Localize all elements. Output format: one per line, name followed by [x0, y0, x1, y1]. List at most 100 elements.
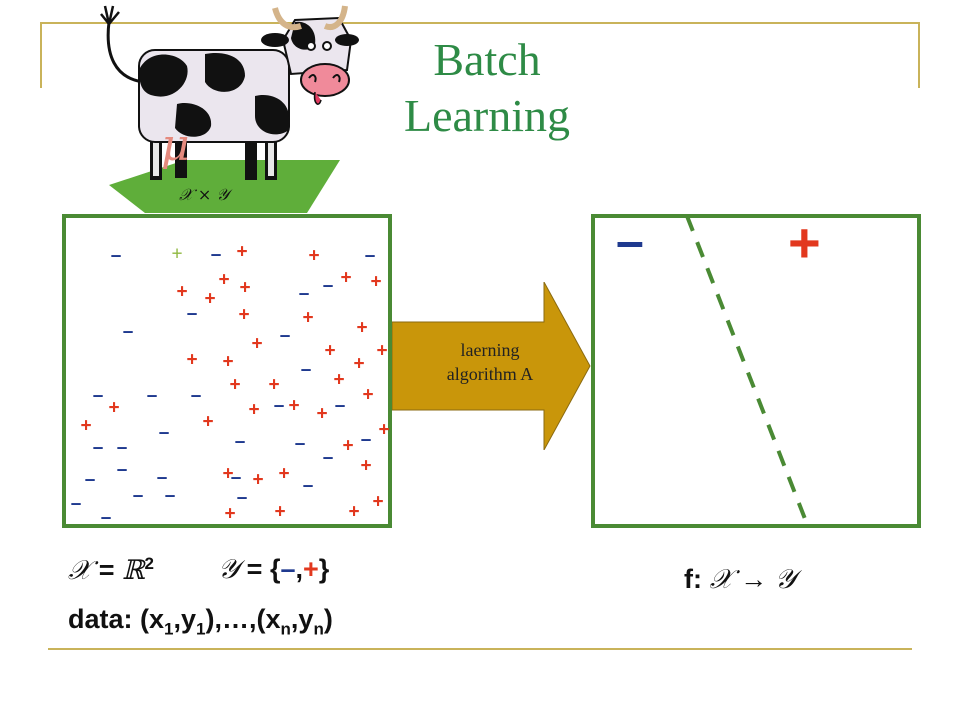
ground-patch [109, 160, 340, 213]
positive-sample: + [204, 288, 216, 310]
title-line2: Learning [403, 90, 571, 141]
negative-sample: – [92, 437, 104, 459]
positive-sample: + [274, 501, 286, 523]
positive-sample: + [340, 267, 352, 289]
negative-sample: – [146, 385, 158, 407]
negative-sample: – [132, 485, 144, 507]
positive-sample: + [222, 463, 234, 485]
horn [272, 7, 302, 31]
positive-sample: + [248, 399, 260, 421]
positive-sample: + [239, 277, 251, 299]
negative-sample: – [234, 431, 246, 453]
positive-sample: + [108, 397, 120, 419]
title-line1: Batch [433, 34, 541, 85]
training-data-panel: +––++–++++––++–+++––++++++–+++–––+++–++–… [62, 214, 392, 528]
negative-sample: – [230, 467, 242, 489]
positive-sample: + [176, 281, 188, 303]
tail-tuft [100, 5, 120, 25]
positive-sample: + [252, 469, 264, 491]
negative-sample: – [294, 433, 306, 455]
positive-sample: + [218, 269, 230, 291]
algorithm-label-line2: algorithm A [446, 364, 534, 384]
ear [335, 34, 359, 46]
negative-sample: – [360, 429, 372, 451]
negative-sample: – [92, 385, 104, 407]
data-formula: data: (x1,y1),…,(xn,yn) [68, 604, 333, 639]
slide-title: Batch Learning [362, 32, 612, 144]
label-formula: 𝒴 = {–,+} [218, 554, 330, 585]
negative-sample: – [302, 475, 314, 497]
negative-sample: – [156, 467, 168, 489]
positive-sample: + [316, 403, 328, 425]
negative-sample: – [116, 437, 128, 459]
function-formula: f: 𝒳 → 𝒴 [684, 564, 796, 595]
negative-sample: – [164, 485, 176, 507]
negative-sample: – [334, 395, 346, 417]
tail [106, 21, 144, 84]
negative-sample: – [122, 321, 134, 343]
left-rule [40, 22, 42, 88]
positive-sample: + [324, 340, 336, 362]
muzzle [300, 63, 350, 97]
positive-sample: + [238, 304, 250, 326]
positive-sample: + [333, 369, 345, 391]
positive-sample: + [251, 333, 263, 355]
positive-sample: + [224, 503, 236, 525]
domain-formula: 𝒳 = ℝ2 [68, 554, 154, 586]
negative-sample: – [322, 275, 334, 297]
negative-sample: – [186, 303, 198, 325]
eye [306, 41, 316, 51]
positive-sample: + [229, 374, 241, 396]
negative-sample: – [298, 283, 310, 305]
negative-sample: – [100, 507, 112, 529]
positive-region-label: + [788, 211, 821, 274]
positive-sample: + [202, 411, 214, 433]
algorithm-label: laerning algorithm A [392, 338, 588, 386]
algorithm-label-line1: laerning [460, 340, 520, 360]
negative-region-label: – [616, 213, 644, 269]
positive-sample: + [186, 349, 198, 371]
classifier-panel [591, 214, 921, 528]
negative-sample: – [158, 422, 170, 444]
positive-sample: + [308, 245, 320, 267]
mu-symbol: μ [161, 120, 190, 171]
ground-label: 𝒳 × 𝒴 [179, 185, 233, 204]
algorithm-arrow [392, 282, 591, 450]
negative-sample: – [70, 493, 82, 515]
positive-sample: + [356, 317, 368, 339]
positive-sample: + [302, 307, 314, 329]
negative-sample: – [210, 244, 222, 266]
positive-sample: + [360, 455, 372, 477]
positive-sample: + [268, 374, 280, 396]
ear [261, 33, 289, 47]
top-rule [40, 22, 920, 24]
bottom-rule [48, 648, 912, 650]
negative-sample: – [116, 459, 128, 481]
negative-sample: – [273, 395, 285, 417]
negative-sample: – [110, 245, 122, 267]
positive-sample: + [278, 463, 290, 485]
positive-sample: + [370, 271, 382, 293]
horn [323, 5, 348, 30]
positive-sample: + [376, 340, 388, 362]
right-rule [918, 22, 920, 88]
negative-sample: – [84, 469, 96, 491]
positive-sample: + [378, 419, 390, 441]
tongue [313, 91, 322, 105]
positive-sample: + [353, 353, 365, 375]
negative-sample: – [322, 447, 334, 469]
positive-sample: + [288, 395, 300, 417]
positive-sample: + [222, 351, 234, 373]
positive-sample: + [348, 501, 360, 523]
negative-sample: – [236, 487, 248, 509]
negative-sample: – [364, 245, 376, 267]
positive-sample: + [236, 241, 248, 263]
negative-sample: – [190, 385, 202, 407]
positive-sample: + [171, 243, 183, 265]
eye [322, 41, 332, 51]
negative-sample: – [279, 325, 291, 347]
negative-sample: – [300, 359, 312, 381]
positive-sample: + [80, 415, 92, 437]
positive-sample: + [342, 435, 354, 457]
positive-sample: + [362, 384, 374, 406]
